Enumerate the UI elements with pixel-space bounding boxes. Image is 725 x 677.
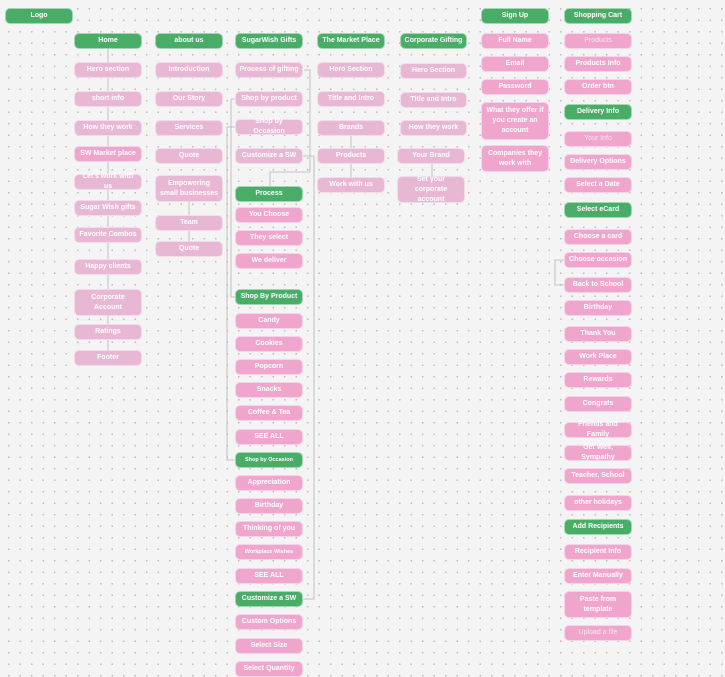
sitemap-node-gifts-by_product-items-3[interactable]: Snacks	[235, 382, 303, 398]
sitemap-node-market-items-3[interactable]: Products	[317, 148, 385, 164]
sitemap-node-signup-items-2[interactable]: Password	[481, 79, 549, 95]
sitemap-node-about-items-1[interactable]: Our Story	[155, 91, 223, 107]
sitemap-node-signup-items-4[interactable]: Companies they work with	[481, 145, 549, 172]
sitemap-node-signup-items-0[interactable]: Full Name	[481, 33, 549, 49]
sitemap-node-gifts-customize-items-0[interactable]: Custom Options	[235, 614, 303, 630]
sitemap-node-corporate-items-0[interactable]: Hero Section	[400, 63, 467, 79]
section-header-about-title[interactable]: about us	[155, 33, 223, 49]
sitemap-node-gifts-process-items-0[interactable]: You Choose	[235, 207, 303, 223]
sitemap-node-signup-items-3[interactable]: What they offer if you create an account	[481, 102, 549, 140]
sitemap-node-market-items-0[interactable]: Hero Section	[317, 62, 385, 78]
sitemap-node-gifts-by_occasion-items-1[interactable]: Birthday	[235, 498, 303, 514]
sitemap-node-gifts-items-0[interactable]: Process of gifting	[235, 62, 303, 78]
sitemap-node-gifts-process-items-1[interactable]: They select	[235, 230, 303, 246]
sitemap-node-gifts-customize-items-2[interactable]: Select Quantity	[235, 661, 303, 677]
section-header-gifts-title[interactable]: SugarWish Gifts	[235, 33, 303, 49]
sitemap-node-cart-ecard-items-9[interactable]: Get Well, Sympathy	[564, 444, 632, 461]
sitemap-node-cart-recipients-items-0[interactable]: Recipient Info	[564, 544, 632, 560]
section-header-cart-ecard-title[interactable]: Select eCard	[564, 202, 632, 218]
sitemap-node-cart-ecard-items-2[interactable]: Back to School	[564, 277, 632, 293]
sitemap-node-corporate-items-4[interactable]: Set your corporate account	[397, 176, 465, 203]
sitemap-node-home-items-1[interactable]: short info	[74, 91, 142, 107]
sitemap-node-cart-delivery-items-2[interactable]: Select a Date	[564, 177, 632, 193]
section-header-home-title[interactable]: Home	[74, 33, 142, 49]
section-header-logo[interactable]: Logo	[5, 8, 73, 24]
sitemap-node-about-items-4[interactable]: Empowering small businesses	[155, 175, 223, 202]
sitemap-node-signup-items-1[interactable]: Email	[481, 56, 549, 72]
sitemap-node-home-items-4[interactable]: Let's work with us	[74, 173, 142, 190]
sitemap-node-corporate-items-2[interactable]: How they work	[400, 120, 467, 136]
sitemap-node-gifts-process-items-2[interactable]: We deliver	[235, 253, 303, 269]
connector-line	[226, 126, 235, 461]
section-header-market-title[interactable]: The Market Place	[317, 33, 385, 49]
section-header-cart-title[interactable]: Shopping Cart	[564, 8, 632, 24]
sitemap-node-cart-items-0[interactable]: Products	[564, 33, 632, 49]
sitemap-node-cart-items-1[interactable]: Products Info	[564, 56, 632, 72]
sitemap-node-gifts-items-1[interactable]: Shop by product	[235, 91, 303, 107]
sitemap-node-cart-ecard-items-0[interactable]: Choose a card	[564, 229, 632, 245]
sitemap-node-cart-items-2[interactable]: Order btn	[564, 79, 632, 95]
sitemap-node-market-items-2[interactable]: Brands	[317, 120, 385, 136]
connector-line	[554, 259, 564, 286]
sitemap-node-gifts-by_product-items-2[interactable]: Popcorn	[235, 359, 303, 375]
sitemap-node-corporate-items-1[interactable]: Title and Intro	[400, 92, 467, 108]
sitemap-node-gifts-by_product-items-0[interactable]: Candy	[235, 313, 303, 329]
sitemap-node-home-items-3[interactable]: SW Market place	[74, 146, 142, 162]
sitemap-node-cart-delivery-items-0[interactable]: Your Info	[564, 131, 632, 147]
sitemap-node-cart-ecard-items-7[interactable]: Congrats	[564, 396, 632, 412]
sitemap-node-gifts-by_product-items-1[interactable]: Cookies	[235, 336, 303, 352]
sitemap-node-cart-ecard-items-10[interactable]: Teacher, School	[564, 468, 632, 484]
sitemap-node-cart-recipients-items-1[interactable]: Enter Manually	[564, 568, 632, 584]
sitemap-node-about-items-6[interactable]: Quote	[155, 241, 223, 257]
sitemap-node-gifts-by_product-items-5[interactable]: SEE ALL	[235, 429, 303, 445]
sitemap-node-cart-ecard-items-3[interactable]: Birthday	[564, 300, 632, 316]
sitemap-node-home-items-6[interactable]: Favorite Combos	[74, 227, 142, 243]
sitemap-node-home-items-9[interactable]: Ratings	[74, 324, 142, 340]
sitemap-node-about-items-3[interactable]: Quote	[155, 148, 223, 164]
section-header-cart-delivery-title[interactable]: Delivery Info	[564, 104, 632, 120]
sitemap-node-market-items-4[interactable]: Work with us	[317, 177, 385, 193]
sitemap-node-cart-ecard-items-5[interactable]: Work Place	[564, 349, 632, 365]
sitemap-node-gifts-by_occasion-items-0[interactable]: Appreciation	[235, 475, 303, 491]
sitemap-node-cart-ecard-items-8[interactable]: Friends and Family	[564, 421, 632, 438]
sitemap-node-about-items-0[interactable]: Introduction	[155, 62, 223, 78]
sitemap-node-gifts-by_occasion-items-3[interactable]: Workplace Wishes	[235, 544, 303, 560]
sitemap-node-cart-ecard-items-6[interactable]: Rewards	[564, 372, 632, 388]
section-header-gifts-by_product-title[interactable]: Shop By Product	[235, 289, 303, 305]
connector-line	[303, 155, 315, 600]
sitemap-node-gifts-customize-items-1[interactable]: Select Size	[235, 638, 303, 654]
sitemap-node-corporate-items-3[interactable]: Your Brand	[397, 148, 465, 164]
sitemap-node-about-items-5[interactable]: Team	[155, 215, 223, 231]
connector-line	[230, 98, 235, 298]
sitemap-node-cart-delivery-items-1[interactable]: Delivery Options	[564, 154, 632, 170]
sitemap-node-home-items-8[interactable]: Corporate Account	[74, 289, 142, 316]
sitemap-node-home-items-0[interactable]: Hero section	[74, 62, 142, 78]
sitemap-node-about-items-2[interactable]: Services	[155, 120, 223, 136]
sitemap-node-home-items-7[interactable]: Happy clients	[74, 259, 142, 275]
section-header-cart-recipients-title[interactable]: Add Recipients	[564, 519, 632, 535]
sitemap-node-gifts-by_occasion-items-2[interactable]: Thinking of you	[235, 521, 303, 537]
connector-line	[269, 69, 311, 186]
section-header-corporate-title[interactable]: Corporate Gifting	[400, 33, 467, 49]
sitemap-node-cart-recipients-items-3[interactable]: Upload a file	[564, 625, 632, 641]
sitemap-node-home-items-5[interactable]: Sugar Wish gifts	[74, 200, 142, 216]
section-header-gifts-by_occasion-title[interactable]: Shop by Occasion	[235, 452, 303, 468]
sitemap-node-cart-ecard-items-4[interactable]: Thank You	[564, 326, 632, 342]
sitemap-node-cart-ecard-items-1[interactable]: Choose occasion	[564, 252, 632, 268]
sitemap-node-gifts-items-3[interactable]: Customize a SW	[235, 148, 303, 164]
sitemap-node-cart-recipients-items-2[interactable]: Paste from template	[564, 591, 632, 618]
sitemap-node-gifts-items-2[interactable]: Shop by Occasion	[235, 118, 303, 135]
section-header-gifts-customize-title[interactable]: Customize a SW	[235, 591, 303, 607]
section-header-signup-title[interactable]: Sign Up	[481, 8, 549, 24]
sitemap-node-home-items-2[interactable]: How they work	[74, 120, 142, 136]
section-header-gifts-process-title[interactable]: Process	[235, 186, 303, 202]
sitemap-node-market-items-1[interactable]: Title and Intro	[317, 91, 385, 107]
sitemap-node-gifts-by_occasion-items-4[interactable]: SEE ALL	[235, 568, 303, 584]
sitemap-node-gifts-by_product-items-4[interactable]: Coffee & Tea	[235, 405, 303, 421]
sitemap-node-cart-ecard-items-11[interactable]: other holidays	[564, 495, 632, 511]
sitemap-node-home-items-10[interactable]: Footer	[74, 350, 142, 366]
